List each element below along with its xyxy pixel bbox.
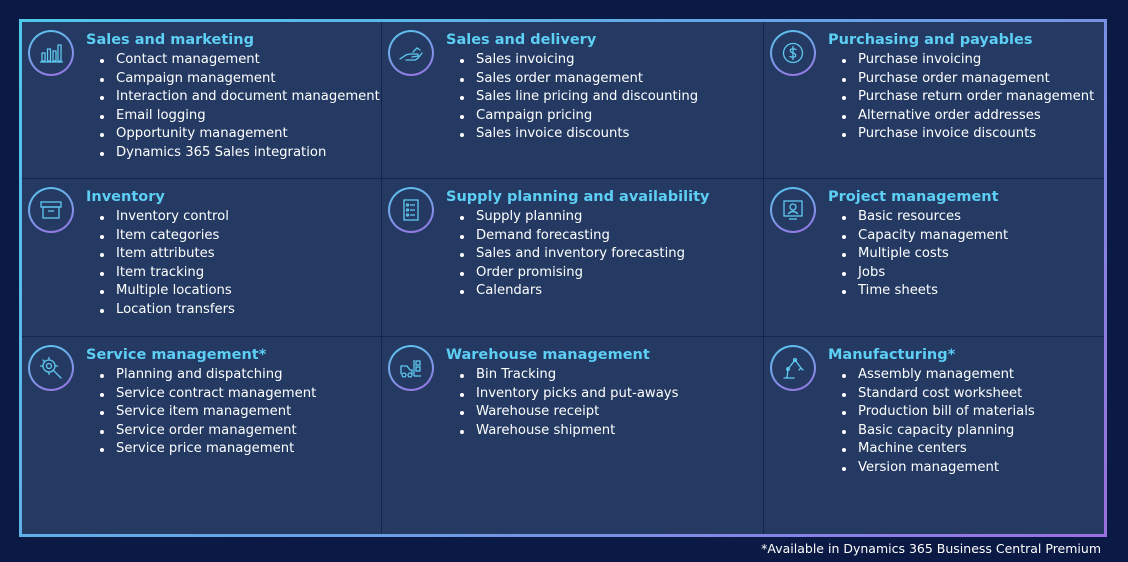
feature-item: Purchase order management (841, 70, 1094, 89)
module-title: Project management (828, 189, 999, 205)
feature-item: Bin Tracking (459, 366, 678, 385)
feature-item: Purchase invoice discounts (841, 125, 1094, 144)
feature-item: Item tracking (100, 264, 235, 283)
inventory-box-icon (28, 187, 74, 233)
feature-list: Supply planning Demand forecasting Sales… (460, 208, 685, 301)
feature-item: Demand forecasting (460, 227, 685, 246)
delivery-hand-icon (388, 30, 434, 76)
module-warehouse-management: Warehouse management Bin Tracking Invent… (382, 337, 764, 534)
feature-item: Machine centers (842, 440, 1035, 459)
feature-item: Campaign pricing (459, 107, 698, 126)
feature-item: Order promising (460, 264, 685, 283)
feature-item: Sales order management (459, 70, 698, 89)
module-supply-planning-and-availability: Supply planning and availability Supply … (382, 179, 764, 337)
feature-item: Item attributes (100, 245, 235, 264)
feature-item: Inventory picks and put-aways (459, 385, 678, 404)
feature-item: Item categories (100, 227, 235, 246)
feature-item: Version management (842, 459, 1035, 478)
feature-item: Jobs (841, 264, 1008, 283)
feature-item: Service item management (99, 403, 316, 422)
bar-chart-icon (28, 30, 74, 76)
module-project-management: Project management Basic resources Capac… (764, 179, 1104, 337)
modules-grid: Sales and marketing Contact management C… (22, 22, 1104, 534)
feature-item: Purchase return order management (841, 88, 1094, 107)
feature-list: Basic resources Capacity management Mult… (841, 208, 1008, 301)
feature-list: Inventory control Item categories Item a… (100, 208, 235, 320)
dollar-coin-icon (770, 30, 816, 76)
feature-item: Location transfers (100, 301, 235, 320)
module-title: Manufacturing* (828, 347, 956, 363)
feature-item: Service price management (99, 440, 316, 459)
module-sales-and-delivery: Sales and delivery Sales invoicing Sales… (382, 22, 764, 179)
feature-list: Sales invoicing Sales order management S… (459, 51, 698, 144)
feature-list: Planning and dispatching Service contrac… (99, 366, 316, 459)
feature-item: Assembly management (842, 366, 1035, 385)
module-title: Sales and delivery (446, 32, 597, 48)
robot-arm-icon (770, 345, 816, 391)
feature-item: Sales and inventory forecasting (460, 245, 685, 264)
person-board-icon (770, 187, 816, 233)
feature-item: Service contract management (99, 385, 316, 404)
feature-item: Sales invoice discounts (459, 125, 698, 144)
feature-item: Supply planning (460, 208, 685, 227)
feature-item: Alternative order addresses (841, 107, 1094, 126)
modules-panel: Sales and marketing Contact management C… (19, 19, 1107, 537)
module-purchasing-and-payables: Purchasing and payables Purchase invoici… (764, 22, 1104, 179)
module-service-management: Service management* Planning and dispatc… (22, 337, 382, 534)
gear-search-icon (28, 345, 74, 391)
feature-item: Basic resources (841, 208, 1008, 227)
premium-footnote: *Available in Dynamics 365 Business Cent… (761, 541, 1101, 556)
feature-item: Email logging (100, 107, 380, 126)
feature-item: Dynamics 365 Sales integration (100, 144, 380, 163)
feature-item: Opportunity management (100, 125, 380, 144)
feature-item: Standard cost worksheet (842, 385, 1035, 404)
feature-list: Assembly management Standard cost worksh… (842, 366, 1035, 478)
feature-item: Warehouse shipment (459, 422, 678, 441)
feature-list: Purchase invoicing Purchase order manage… (841, 51, 1094, 144)
feature-item: Basic capacity planning (842, 422, 1035, 441)
module-sales-and-marketing: Sales and marketing Contact management C… (22, 22, 382, 179)
forklift-icon (388, 345, 434, 391)
module-manufacturing: Manufacturing* Assembly management Stand… (764, 337, 1104, 534)
module-inventory: Inventory Inventory control Item categor… (22, 179, 382, 337)
feature-item: Capacity management (841, 227, 1008, 246)
feature-item: Service order management (99, 422, 316, 441)
module-title: Sales and marketing (86, 32, 254, 48)
module-title: Warehouse management (446, 347, 650, 363)
feature-item: Time sheets (841, 282, 1008, 301)
module-title: Inventory (86, 189, 165, 205)
feature-list: Contact management Campaign management I… (100, 51, 380, 163)
feature-item: Campaign management (100, 70, 380, 89)
feature-item: Planning and dispatching (99, 366, 316, 385)
feature-item: Sales line pricing and discounting (459, 88, 698, 107)
feature-item: Sales invoicing (459, 51, 698, 70)
feature-item: Inventory control (100, 208, 235, 227)
feature-item: Purchase invoicing (841, 51, 1094, 70)
module-title: Service management* (86, 347, 267, 363)
module-title: Purchasing and payables (828, 32, 1033, 48)
module-title: Supply planning and availability (446, 189, 710, 205)
feature-list: Bin Tracking Inventory picks and put-awa… (459, 366, 678, 441)
feature-item: Multiple costs (841, 245, 1008, 264)
feature-item: Contact management (100, 51, 380, 70)
checklist-icon (388, 187, 434, 233)
feature-item: Calendars (460, 282, 685, 301)
feature-item: Production bill of materials (842, 403, 1035, 422)
feature-item: Interaction and document management (100, 88, 380, 107)
feature-item: Warehouse receipt (459, 403, 678, 422)
feature-item: Multiple locations (100, 282, 235, 301)
